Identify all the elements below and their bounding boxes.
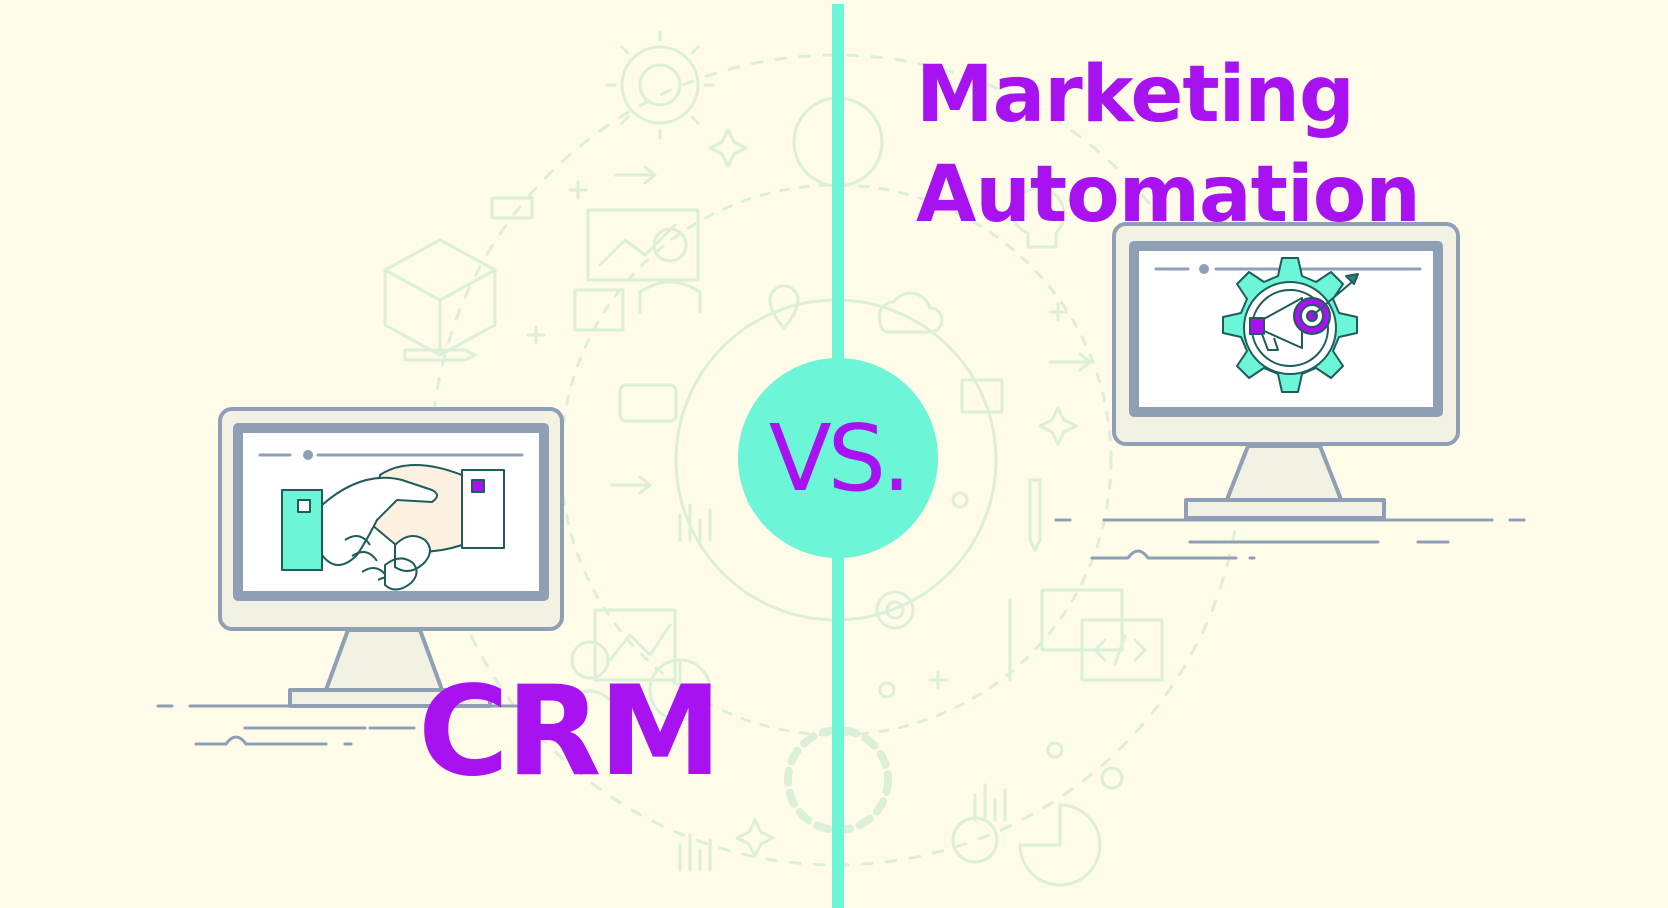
sparkle-doodle-icon: [708, 128, 748, 168]
vs-label: VS.: [768, 404, 912, 512]
plus-doodle-icons: [526, 180, 1068, 690]
map-pin-doodle-icon: [768, 284, 800, 330]
cloud-doodle-icon: [877, 291, 944, 334]
vs-badge: [738, 358, 938, 558]
chat-doodle-icon: [618, 383, 678, 423]
small-gear-doodle-icon: [875, 590, 915, 630]
crm-title: CRM: [418, 660, 722, 804]
battery-doodle-icon: [490, 196, 534, 220]
gear-doodle-icon: [605, 30, 715, 140]
cube-doodle-icon: [383, 238, 497, 357]
lightbulb-doodle-icon: [1010, 186, 1066, 249]
code-tag-doodle-icon: [960, 378, 1004, 414]
sparkle-doodle-icon: [735, 818, 775, 858]
megaphone-gear-icon: [1222, 257, 1359, 393]
handshake-icon: [281, 464, 505, 591]
pie-doodle-icon: [1018, 803, 1102, 887]
code-window-doodle-icon: [1040, 588, 1164, 682]
monitor-base: [288, 688, 492, 708]
marketing-title-line1: Marketing: [916, 50, 1355, 140]
analytics-doodle-icon: [568, 608, 712, 722]
bar-chart-doodle-icons: [678, 503, 1007, 872]
arrow-doodle-icons: [610, 165, 1092, 495]
pencil-doodle-icons: [403, 348, 1042, 682]
sparkle-doodle-icon: [1038, 406, 1078, 446]
coin-doodle-icon: [951, 816, 999, 864]
marketing-title-line2: Automation: [916, 150, 1421, 240]
monitor-base: [1184, 498, 1386, 520]
presentation-doodle-icon: [573, 208, 702, 332]
